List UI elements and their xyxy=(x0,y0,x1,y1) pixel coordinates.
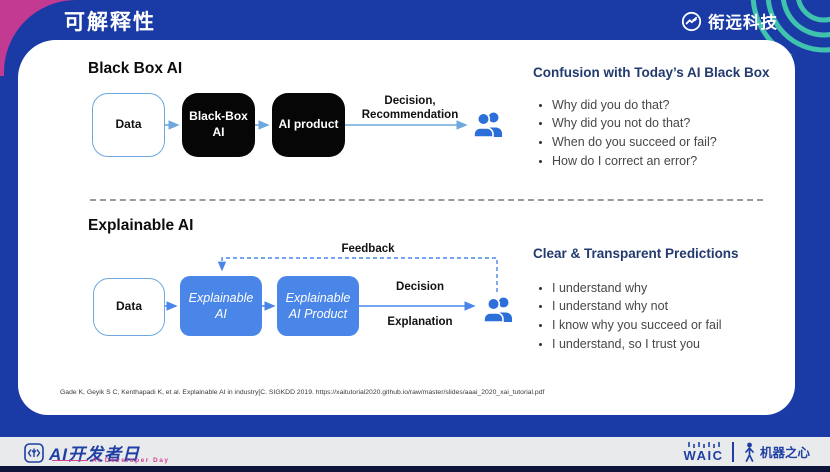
footer-dark-strip xyxy=(0,466,830,472)
section-divider xyxy=(90,199,763,201)
footer-bar: AI开发者日 AI Developer Day WAIC xyxy=(0,437,830,466)
transparent-bullet-list: I understand why I understand why not I … xyxy=(533,279,781,354)
flow-connectors xyxy=(165,120,498,311)
users-icon-explainable xyxy=(483,297,512,323)
arc-decoration xyxy=(750,0,830,55)
event-subtitle-text: AI Developer Day xyxy=(92,457,170,464)
partner-logos: WAIC 机器之心 xyxy=(684,437,810,466)
subtitle-line xyxy=(52,459,88,462)
event-subtitle: AI Developer Day xyxy=(52,457,169,464)
explanation-label: Explanation xyxy=(387,316,453,328)
transparent-panel: Clear & Transparent Predictions I unders… xyxy=(533,245,781,354)
jiqizhixin-text: 机器之心 xyxy=(759,446,810,460)
confusion-bullet-list: Why did you do that? Why did you not do … xyxy=(533,96,781,171)
list-item: I know why you succeed or fail xyxy=(552,316,781,335)
waic-logo: WAIC xyxy=(683,441,724,463)
list-item: I understand why not xyxy=(552,297,781,316)
brand-logo: 衔远科技 xyxy=(681,9,778,33)
waic-ticks-icon xyxy=(687,441,720,448)
explainable-ai-box: Explainable AI xyxy=(180,276,262,336)
list-item: Why did you not do that? xyxy=(552,114,781,133)
jiqizhixin-icon xyxy=(745,442,754,462)
feedback-dashed-arrow xyxy=(217,257,498,292)
event-logo: AI开发者日 xyxy=(24,440,140,465)
data-box-blackbox: Data xyxy=(92,93,165,157)
blackbox-section-heading: Black Box AI xyxy=(88,60,183,77)
users-icon-blackbox xyxy=(473,112,502,138)
list-item: When do you succeed or fail? xyxy=(552,133,781,152)
list-item: I understand why xyxy=(552,279,781,298)
developer-day-icon xyxy=(24,442,44,463)
transparent-panel-heading: Clear & Transparent Predictions xyxy=(533,246,739,261)
explainable-ai-product-box: Explainable AI Product xyxy=(277,276,359,336)
decision-label: Decision xyxy=(396,281,444,293)
brand-name: 衔远科技 xyxy=(708,14,778,32)
feedback-label: Feedback xyxy=(341,243,395,255)
brand-icon xyxy=(681,11,702,31)
event-logo-text: AI开发者日 xyxy=(49,445,140,464)
content-card: Black Box AI Data Black-Box AI AI produc… xyxy=(18,40,795,415)
decision-recommendation-label: Decision, Recommendation xyxy=(361,95,459,121)
explainable-section-heading: Explainable AI xyxy=(88,217,194,234)
waic-text: WAIC xyxy=(683,447,724,463)
logo-divider xyxy=(732,441,734,462)
jiqizhixin-logo: 机器之心 xyxy=(743,442,810,462)
list-item: I understand, so I trust you xyxy=(552,335,781,354)
confusion-panel-heading: Confusion with Today’s AI Black Box xyxy=(533,65,770,80)
list-item: How do I correct an error? xyxy=(552,152,781,171)
data-box-explainable: Data xyxy=(93,278,165,336)
page-title: 可解释性 xyxy=(64,11,156,34)
list-item: Why did you do that? xyxy=(552,96,781,115)
citation-text: Gade K, Geyik S C, Kenthapadi K, et al. … xyxy=(60,389,545,396)
confusion-panel: Confusion with Today’s AI Black Box Why … xyxy=(533,64,781,171)
ai-product-box: AI product xyxy=(272,93,345,157)
blackbox-ai-box: Black-Box AI xyxy=(182,93,255,157)
